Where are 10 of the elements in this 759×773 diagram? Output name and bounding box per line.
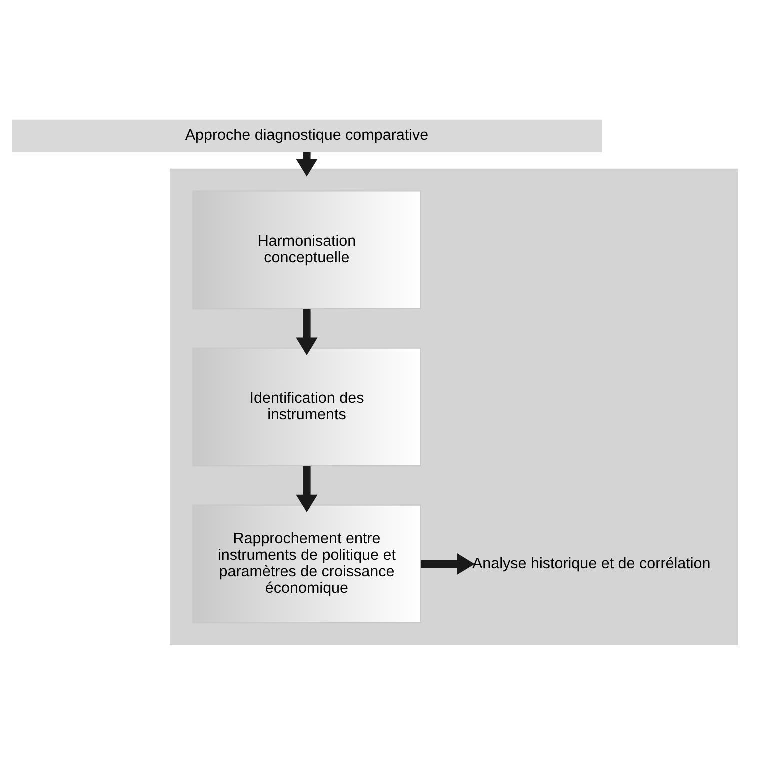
- cluster: [170, 168, 738, 645]
- node-box: Approche diagnostique comparative: [12, 119, 602, 152]
- arrow: [296, 308, 318, 355]
- node-box: Rapprochement entre instruments de politique et paramètres de croissance économique: [192, 504, 422, 624]
- node-box: Identification des instruments: [192, 347, 422, 466]
- arrow: [296, 466, 318, 512]
- node-text: Analyse historique et de corrélation: [472, 554, 711, 572]
- node-box: Harmonisation conceptuelle: [192, 190, 422, 310]
- arrow: [420, 552, 475, 575]
- arrow: [296, 152, 318, 176]
